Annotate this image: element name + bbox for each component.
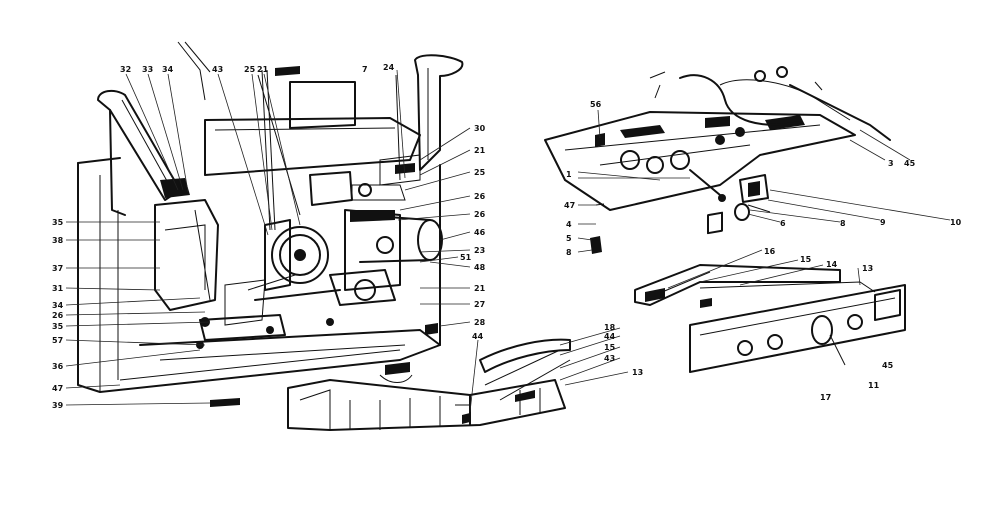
part-label: 43	[212, 65, 223, 74]
part-label: 15	[800, 255, 812, 264]
part-label: 8	[840, 219, 846, 228]
part-label: 11	[868, 381, 880, 390]
base-panel-assembly	[287, 338, 571, 431]
part-label: 48	[474, 263, 486, 272]
part-label: 7	[362, 65, 368, 74]
part-label: 35	[52, 322, 64, 331]
part-label: 32	[120, 65, 131, 74]
part-label: 36	[52, 362, 64, 371]
part-label: 34	[52, 301, 64, 310]
part-label: 13	[862, 264, 873, 273]
part-label: 37	[52, 264, 63, 273]
part-label: 14	[826, 260, 838, 269]
part-label: 46	[474, 228, 486, 237]
part-label: 26	[474, 210, 486, 219]
part-label: 1	[566, 170, 572, 179]
part-label: 21	[257, 65, 269, 74]
part-label: 43	[604, 354, 615, 363]
part-label: 26	[474, 192, 486, 201]
part-label: 23	[474, 246, 485, 255]
part-label: 5	[566, 234, 572, 243]
part-label: 57	[52, 336, 63, 345]
part-label: 38	[52, 236, 64, 245]
part-label: 45	[904, 159, 916, 168]
control-panel-assembly	[544, 66, 891, 254]
front-console-assembly	[634, 211, 906, 373]
part-label: 10	[950, 218, 962, 227]
part-label: 56	[590, 100, 602, 109]
part-label: 39	[52, 401, 64, 410]
part-label: 25	[244, 65, 256, 74]
part-label: 34	[162, 65, 174, 74]
part-label: 18	[604, 323, 616, 332]
part-label: 27	[474, 300, 485, 309]
part-label: 24	[383, 63, 395, 72]
part-label: 21	[474, 146, 486, 155]
part-label: 9	[880, 218, 886, 227]
part-label: 44	[472, 332, 484, 341]
part-label: 35	[52, 218, 64, 227]
switch-assembly	[734, 174, 771, 221]
part-label: 47	[52, 384, 63, 393]
part-label: 16	[764, 247, 776, 256]
part-label: 33	[142, 65, 153, 74]
part-label: 21	[474, 284, 486, 293]
part-label: 45	[882, 361, 894, 370]
part-label: 4	[566, 220, 572, 229]
part-label: 6	[780, 219, 786, 228]
part-label: 28	[474, 318, 486, 327]
part-label: 31	[52, 284, 64, 293]
part-label: 8	[566, 248, 572, 257]
part-labels-left: 32 33 34 43 25 21 7 24 30 21 25 26 26 46…	[52, 63, 643, 410]
part-label: 25	[474, 168, 486, 177]
part-label: 15	[604, 343, 616, 352]
main-cabinet-assembly	[77, 41, 464, 407]
part-label: 26	[52, 311, 64, 320]
part-label: 13	[632, 368, 643, 377]
part-label: 44	[604, 332, 616, 341]
part-label: 17	[820, 393, 831, 402]
part-label: 51	[460, 253, 472, 262]
part-label: 3	[888, 159, 894, 168]
part-label: 30	[474, 124, 486, 133]
part-labels-right: 56 1 47 4 5 8 3 45 10 9 8 6 16 15 14 13 …	[564, 100, 962, 402]
part-label: 47	[564, 201, 575, 210]
leader-lines	[65, 69, 951, 413]
